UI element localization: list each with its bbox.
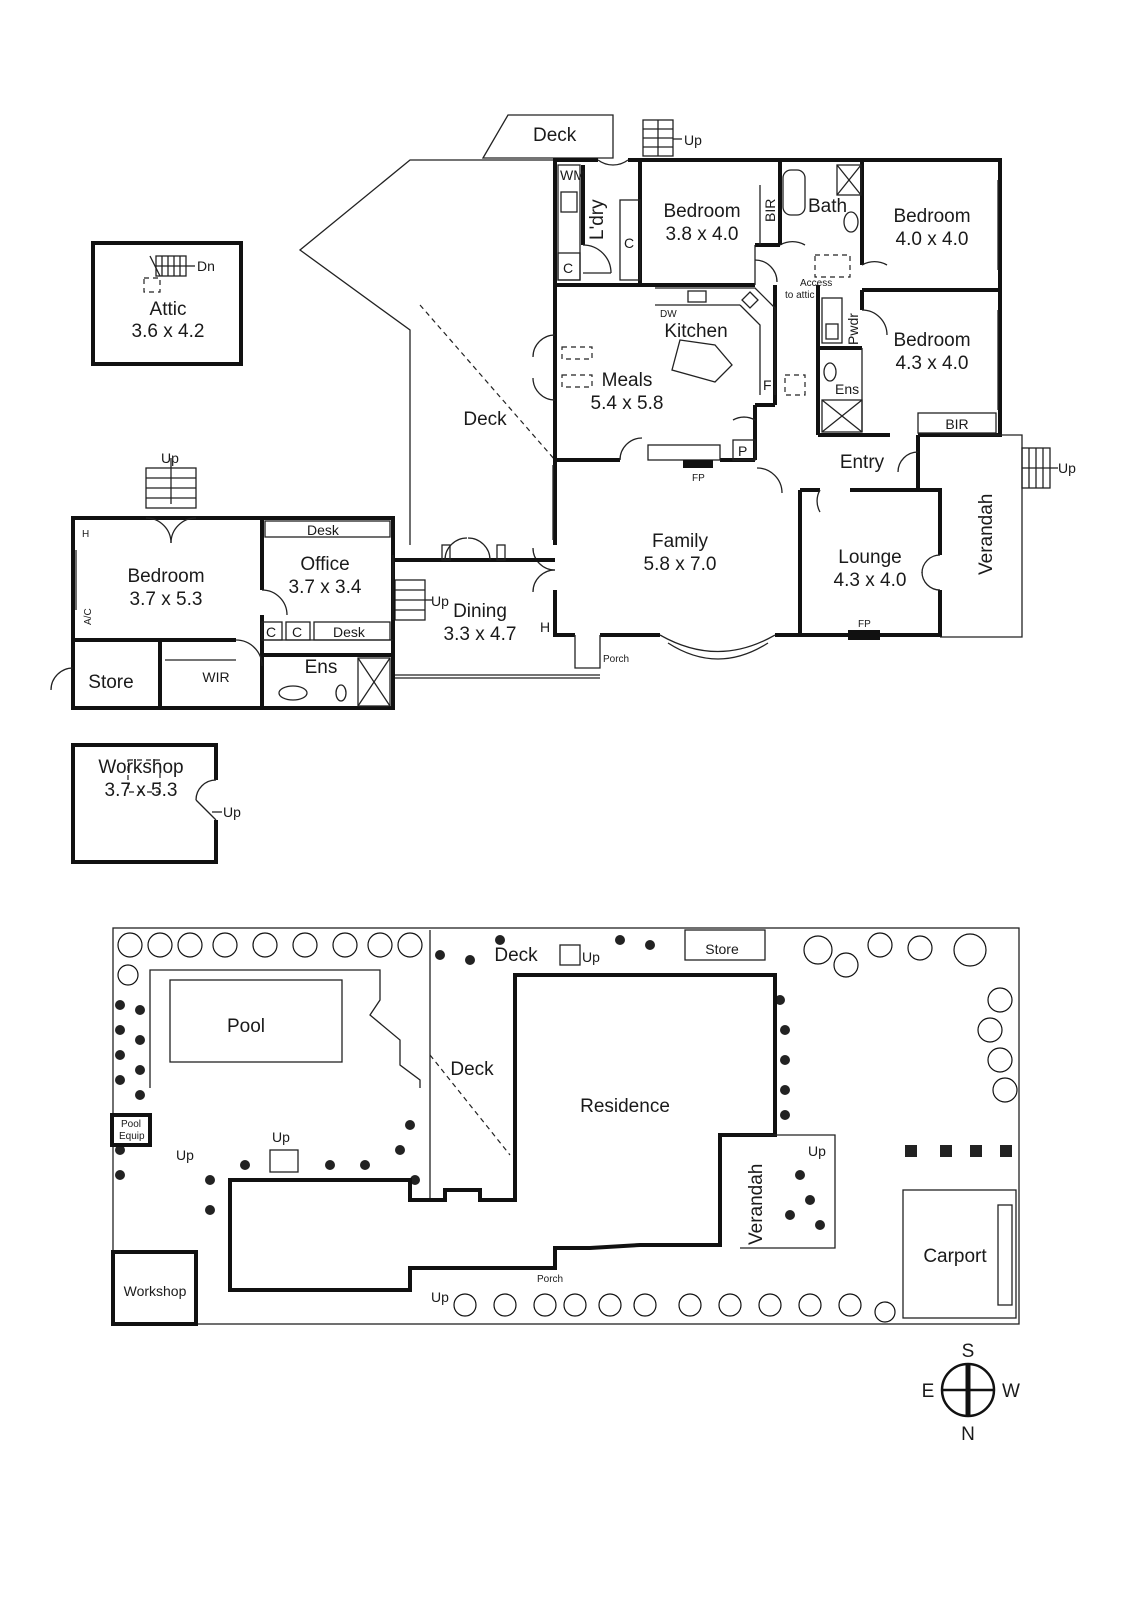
pool-equip-label-1: Pool bbox=[121, 1119, 141, 1130]
main-house: Deck Up bbox=[298, 114, 1076, 669]
pwdr-label: Pwdr bbox=[845, 313, 861, 345]
meals-dims: 5.4 x 5.8 bbox=[591, 393, 664, 414]
site-deck-label: Deck bbox=[450, 1059, 494, 1080]
laundry-label: L'dry bbox=[587, 199, 608, 240]
kitchen-label: Kitchen bbox=[664, 321, 727, 342]
attic: Dn Attic 3.6 x 4.2 bbox=[91, 241, 243, 366]
pantry-label: P bbox=[738, 443, 747, 459]
site-pool-up-label: Up bbox=[176, 1147, 194, 1163]
dining-label: Dining bbox=[453, 601, 507, 622]
meals-label: Meals bbox=[602, 370, 653, 391]
studio-wing: Up H Bedroom 3.7 x 5.3 A/C Desk Office 3… bbox=[50, 450, 395, 710]
site-workshop-label: Workshop bbox=[124, 1283, 187, 1299]
verandah-stair-label: Up bbox=[1058, 460, 1076, 476]
workshop: Workshop 3.7 x 5.3 Up bbox=[71, 743, 241, 864]
attic-stair-label: Dn bbox=[197, 258, 215, 274]
compass-top-label: S bbox=[962, 1341, 975, 1362]
dw-label: DW bbox=[660, 309, 677, 320]
upper-deck-stair bbox=[642, 119, 682, 157]
access-attic-label-2: to attic bbox=[785, 290, 814, 301]
bedroom-2-dims: 4.0 x 4.0 bbox=[896, 229, 969, 250]
bath-label: Bath bbox=[808, 196, 847, 217]
upper-deck-stair-label: Up bbox=[684, 132, 702, 148]
family-label: Family bbox=[652, 531, 708, 552]
attic-label: Attic bbox=[150, 299, 187, 320]
bedroom-3-label: Bedroom bbox=[893, 330, 970, 351]
family-dims: 5.8 x 7.0 bbox=[644, 554, 717, 575]
site-plan: Store Deck Up Pool Pool Equip Up Up Deck… bbox=[110, 927, 1020, 1326]
deck-roofline bbox=[419, 304, 556, 461]
lounge-dims: 4.3 x 4.0 bbox=[834, 570, 907, 591]
laundry-cupboard-label: C bbox=[563, 260, 573, 276]
residence-label: Residence bbox=[580, 1096, 670, 1117]
ens-1-label: Ens bbox=[835, 381, 859, 397]
dining-heater-label: H bbox=[540, 619, 550, 635]
studio-stair-label: Up bbox=[161, 450, 179, 466]
dining-stair-label: Up bbox=[431, 593, 449, 609]
dining: Dining 3.3 x 4.7 H Up bbox=[394, 537, 600, 679]
site-verandah-label: Verandah bbox=[746, 1164, 767, 1245]
deck-outline bbox=[298, 159, 555, 545]
site-deck-up-label: Up bbox=[582, 949, 600, 965]
porch-label: Porch bbox=[603, 654, 629, 665]
upper-deck-label: Deck bbox=[533, 125, 577, 146]
lounge-label: Lounge bbox=[838, 547, 901, 568]
studio-ac-label: A/C bbox=[83, 608, 94, 625]
bedroom-3-dims: 4.3 x 4.0 bbox=[896, 353, 969, 374]
lounge-fp-label: FP bbox=[858, 619, 871, 630]
wm-label: WM bbox=[560, 167, 585, 183]
dining-dims: 3.3 x 4.7 bbox=[444, 624, 517, 645]
family-fp-label: FP bbox=[692, 473, 705, 484]
studio-ens-label: Ens bbox=[305, 657, 338, 678]
office-label: Office bbox=[300, 554, 349, 575]
studio-bedroom-dims: 3.7 x 5.3 bbox=[130, 589, 203, 610]
dining-stair bbox=[394, 579, 432, 621]
bedroom-1-label: Bedroom bbox=[663, 201, 740, 222]
site-shrubs bbox=[115, 935, 1012, 1230]
bedroom-1-dims: 3.8 x 4.0 bbox=[666, 224, 739, 245]
compass-left-label: E bbox=[922, 1381, 935, 1402]
site-side-up-label: Up bbox=[431, 1289, 449, 1305]
carport-label: Carport bbox=[923, 1246, 987, 1267]
office-desk-label: Desk bbox=[307, 522, 340, 538]
verandah-label: Verandah bbox=[976, 494, 997, 575]
compass-bottom-label: N bbox=[961, 1424, 975, 1445]
workshop-label: Workshop bbox=[98, 757, 183, 778]
attic-dims: 3.6 x 4.2 bbox=[132, 321, 205, 342]
site-garden-up-label: Up bbox=[272, 1129, 290, 1145]
studio-bedroom-label: Bedroom bbox=[127, 566, 204, 587]
bedroom-2-label: Bedroom bbox=[893, 206, 970, 227]
office-dims: 3.7 x 3.4 bbox=[289, 577, 362, 598]
office-c2-label: C bbox=[292, 624, 302, 640]
studio-store-label: Store bbox=[88, 672, 133, 693]
deck-label: Deck bbox=[463, 409, 507, 430]
studio-heater-label: H bbox=[82, 529, 89, 540]
wir-label: WIR bbox=[202, 669, 229, 685]
laundry-c-label: C bbox=[624, 235, 634, 251]
office-desk2-label: Desk bbox=[333, 624, 366, 640]
pool-equip-label-2: Equip bbox=[119, 1131, 145, 1142]
workshop-dims: 3.7 x 5.3 bbox=[105, 780, 178, 801]
site-store-label: Store bbox=[705, 941, 739, 957]
site-deck-top-label: Deck bbox=[494, 945, 538, 966]
residence-footprint bbox=[228, 973, 777, 1292]
office-c1-label: C bbox=[266, 624, 276, 640]
site-trees bbox=[117, 932, 1018, 1323]
pool-label: Pool bbox=[227, 1016, 265, 1037]
compass-right-label: W bbox=[1002, 1381, 1020, 1402]
access-attic-label-1: Access bbox=[800, 278, 832, 289]
bir-3-label: BIR bbox=[945, 416, 968, 432]
fridge-label: F bbox=[763, 377, 772, 393]
entry-label: Entry bbox=[840, 452, 885, 473]
verandah-stair bbox=[1021, 447, 1058, 489]
site-porch-label: Porch bbox=[537, 1274, 563, 1285]
bir-1-label: BIR bbox=[762, 199, 778, 222]
studio-stair bbox=[145, 458, 197, 544]
site-verandah-up-label: Up bbox=[808, 1143, 826, 1159]
attic-stair bbox=[143, 255, 195, 293]
workshop-stair-label: Up bbox=[223, 804, 241, 820]
compass: S E W N bbox=[922, 1341, 1020, 1445]
